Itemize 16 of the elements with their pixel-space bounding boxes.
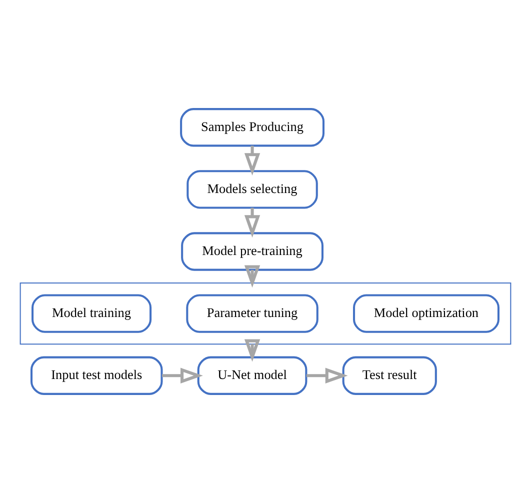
arrow [306,368,348,384]
node-box: Model pre-training [181,232,324,271]
node-box: Models selecting [186,170,318,209]
arrow [244,265,260,288]
cluster [20,282,512,345]
node-box: Model optimization [353,294,500,333]
arrow [244,146,260,176]
arrow [162,368,203,384]
node-box: Parameter tuning [186,294,318,333]
node-box: Model training [32,294,152,333]
node-box: Test result [342,356,437,395]
node-box: Samples Producing [180,108,324,147]
arrow [244,208,260,238]
node-box: U-Net model [197,356,308,395]
node-box: Input test models [30,356,163,395]
arrow [244,339,260,362]
